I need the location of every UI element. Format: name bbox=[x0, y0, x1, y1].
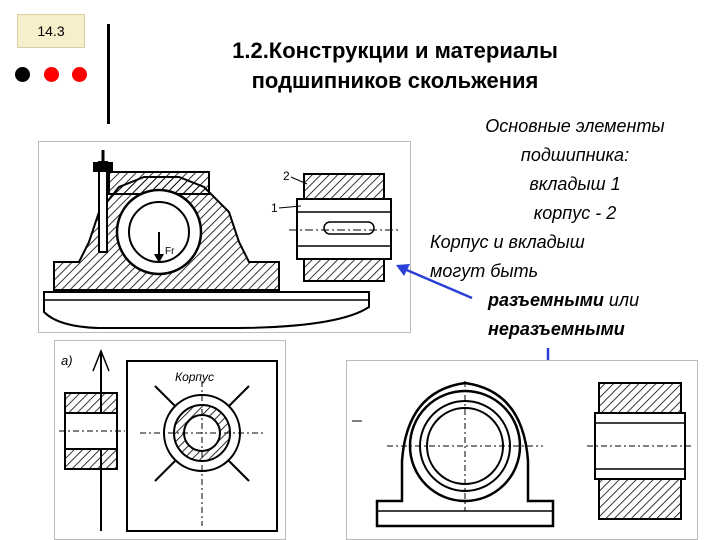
decor-dot-1 bbox=[15, 67, 30, 82]
label-1: 1 bbox=[271, 201, 278, 215]
desc-line-8: неразъемными bbox=[488, 319, 625, 339]
label-2: 2 bbox=[283, 169, 290, 183]
decor-dot-3 bbox=[72, 67, 87, 82]
header-divider bbox=[107, 24, 110, 124]
slide-number-badge: 14.3 bbox=[17, 14, 85, 48]
slide-number: 14.3 bbox=[37, 23, 65, 39]
desc-line-2: подшипника: bbox=[520, 145, 630, 165]
desc-line-3: вкладыш 1 bbox=[529, 174, 621, 194]
desc-line-5: Корпус и вкладыш bbox=[430, 232, 585, 252]
title-line-1: 1.2.Конструкции и материалы bbox=[232, 38, 558, 63]
desc-line-1: Основные элементы bbox=[485, 116, 665, 136]
split-bearing-drawing: Fr 2 1 bbox=[43, 150, 399, 329]
label-housing: Корпус bbox=[175, 370, 214, 384]
title-line-2: подшипников скольжения bbox=[251, 68, 539, 93]
figure-split-bearing: Fr 2 1 bbox=[38, 141, 411, 333]
desc-line-6: могут быть bbox=[430, 261, 539, 281]
solid-housing-drawing: a) Корпус bbox=[59, 348, 278, 532]
desc-line-4: корпус - 2 bbox=[533, 203, 617, 223]
label-fr: Fr bbox=[165, 246, 175, 257]
figure-split-housing-bottom bbox=[346, 360, 698, 540]
desc-line-7-rest: или bbox=[603, 290, 640, 310]
slide-title: 1.2.Конструкции и материалы подшипников … bbox=[160, 36, 630, 96]
housing-bottom-drawing bbox=[352, 381, 693, 528]
figure-solid-housing: a) Корпус bbox=[54, 340, 286, 540]
desc-line-7-bold: разъемными bbox=[488, 290, 604, 310]
label-a: a) bbox=[61, 353, 73, 368]
decor-dot-2 bbox=[44, 67, 59, 82]
description-text: Основные элементы подшипника: вкладыш 1 … bbox=[430, 112, 720, 344]
